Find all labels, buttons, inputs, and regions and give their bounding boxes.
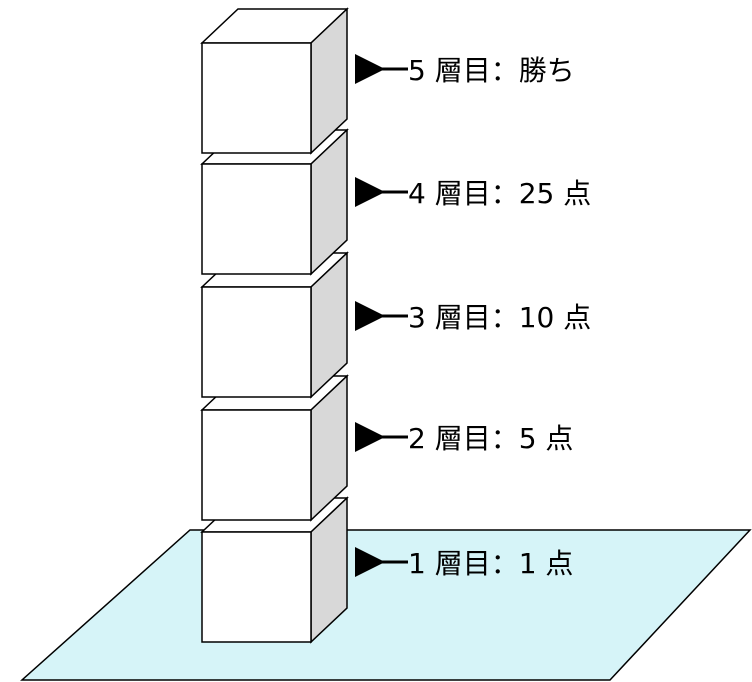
layer-2-label: 2 層目：5 点 [408,422,573,455]
layer-4-label: 4 層目：25 点 [408,177,591,210]
layer-3-label: 3 層目：10 点 [408,301,591,334]
floor-plane [20,529,752,681]
label-layer-5: 5 層目：勝ち [355,54,575,87]
label-layer-4: 4 層目：25 点 [355,177,591,210]
cube-layer-5 [200,7,349,155]
label-layer-2: 2 層目：5 点 [355,422,573,455]
layer-1-label: 1 層目：1 点 [408,547,573,580]
label-layer-1: 1 層目：1 点 [355,547,573,580]
layer-5-label: 5 層目：勝ち [408,54,575,87]
label-layer-3: 3 層目：10 点 [355,301,591,334]
